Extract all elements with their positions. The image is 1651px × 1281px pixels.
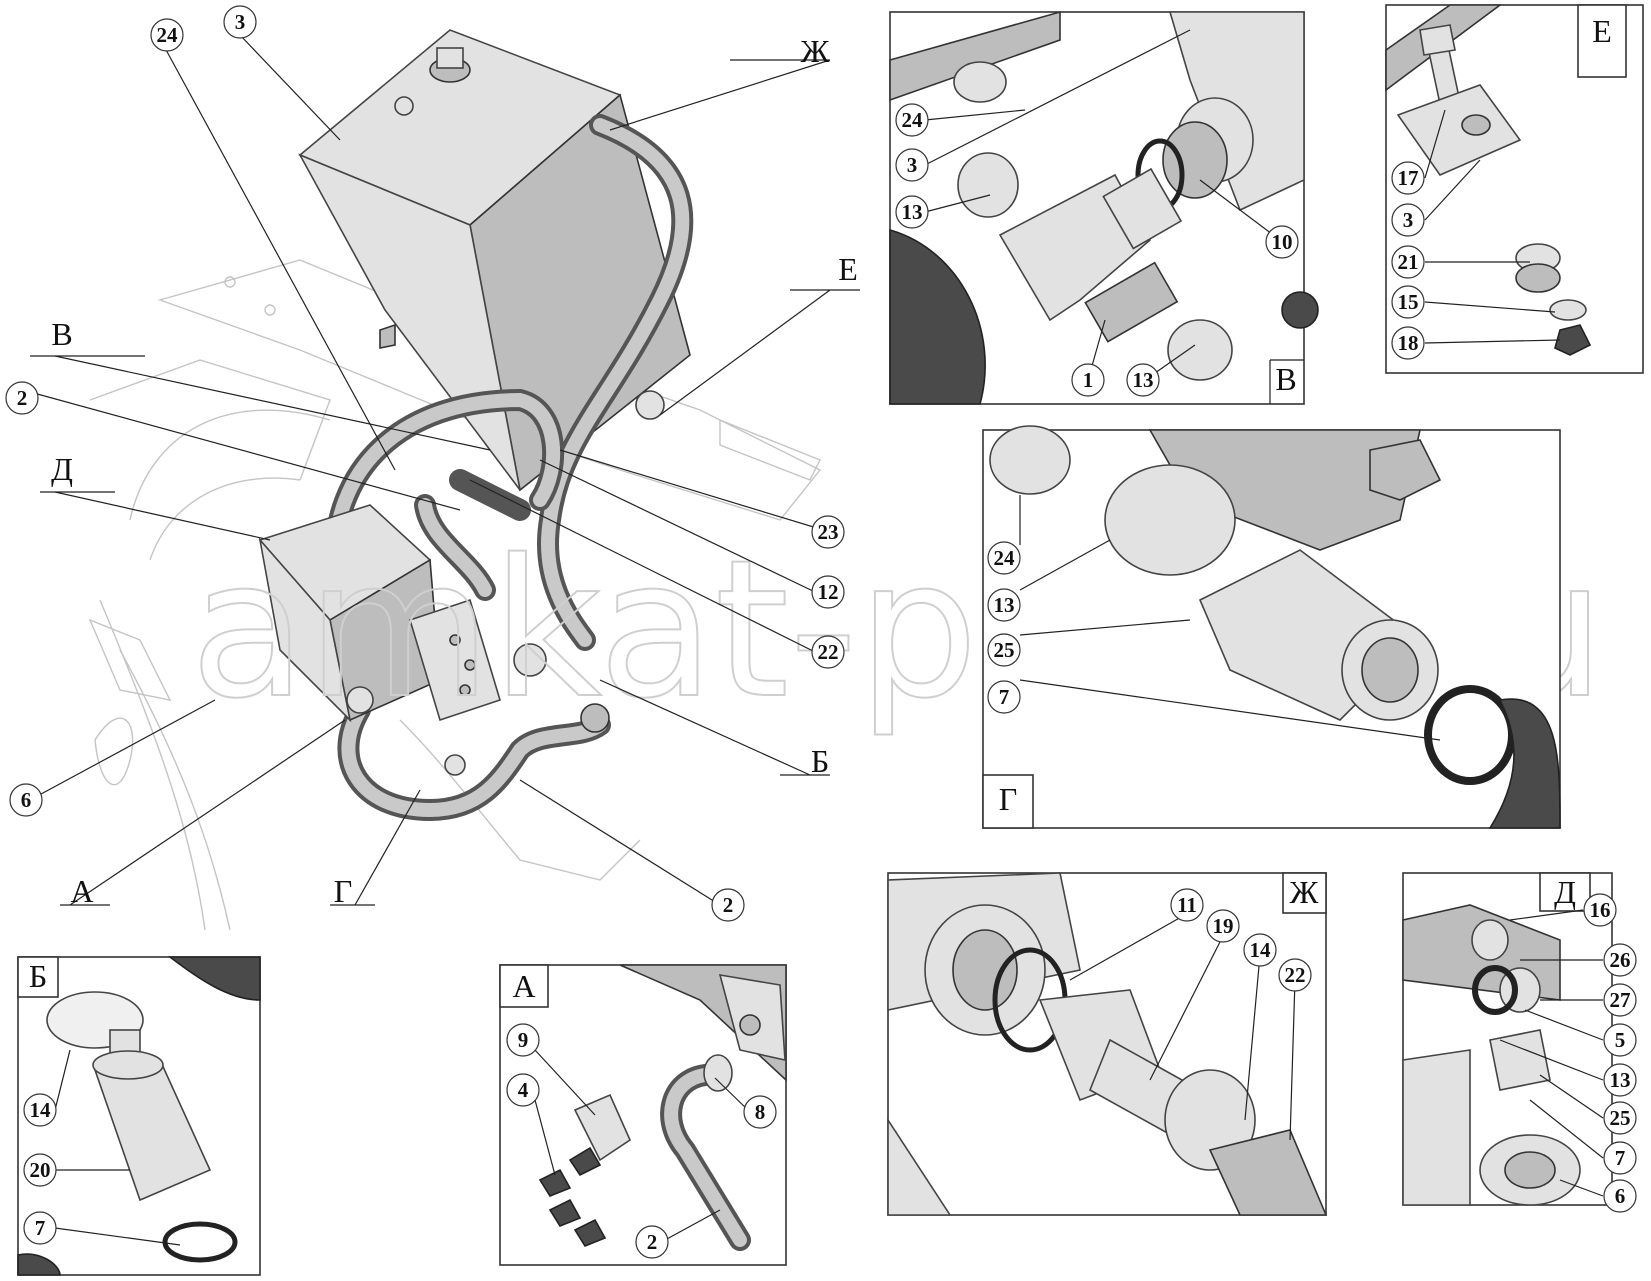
inset-g-callout-24: 24 bbox=[994, 546, 1016, 570]
inset-e-callout-18: 18 bbox=[1398, 331, 1419, 355]
inset-d-callout-25: 25 bbox=[1610, 1106, 1631, 1130]
inset-g-callout-25: 25 bbox=[994, 638, 1015, 662]
inset-a-letter: А bbox=[512, 968, 535, 1004]
inset-zh-callout-22: 22 bbox=[1285, 963, 1306, 987]
inset-zh-callout-14: 14 bbox=[1250, 938, 1272, 962]
inset-v-callout-24: 24 bbox=[902, 108, 924, 132]
view-letter-v: В bbox=[51, 316, 72, 352]
inset-v-letter: В bbox=[1275, 361, 1296, 397]
inset-a: А 9 4 8 2 bbox=[499, 964, 787, 1266]
inset-v: В 24 3 13 10 1 13 bbox=[889, 10, 1319, 405]
callout-22: 22 bbox=[818, 640, 839, 664]
inset-e-letter: Е bbox=[1592, 13, 1612, 49]
inset-zh: Ж 11 19 14 22 bbox=[887, 872, 1328, 1216]
callout-3: 3 bbox=[235, 10, 246, 34]
inset-d: Д 16 26 27 5 13 25 7 6 bbox=[1402, 872, 1637, 1213]
inset-e-callout-3: 3 bbox=[1403, 208, 1414, 232]
inset-d-callout-27: 27 bbox=[1610, 988, 1631, 1012]
callout-24: 24 bbox=[157, 23, 179, 47]
main-callouts: 24 3 2 6 23 12 22 2 bbox=[5, 5, 845, 922]
inset-b: Б 14 20 7 bbox=[17, 956, 261, 1276]
inset-v-callout-10: 10 bbox=[1272, 230, 1293, 254]
hydraulic-tank bbox=[298, 29, 691, 492]
view-letter-a: А bbox=[70, 873, 93, 909]
callout-6: 6 bbox=[21, 788, 32, 812]
hydraulic-pump bbox=[258, 390, 665, 776]
main-view-letters: Ж Е В Д Б А Г bbox=[51, 33, 858, 909]
inset-d-callout-5: 5 bbox=[1615, 1028, 1626, 1052]
view-letter-b: Б bbox=[811, 743, 829, 779]
inset-e-callout-21: 21 bbox=[1398, 250, 1419, 274]
inset-v-callout-13a: 13 bbox=[902, 200, 923, 224]
inset-g-letter: Г bbox=[999, 781, 1018, 817]
inset-g: Г 24 13 25 7 bbox=[982, 425, 1561, 829]
inset-g-callout-13: 13 bbox=[994, 593, 1015, 617]
inset-zh-letter: Ж bbox=[1290, 874, 1319, 910]
inset-b-callout-20: 20 bbox=[30, 1158, 51, 1182]
main-leader-lines bbox=[29, 34, 860, 906]
callout-23: 23 bbox=[818, 520, 839, 544]
view-letter-g: Г bbox=[334, 873, 353, 909]
inset-zh-callout-19: 19 bbox=[1213, 914, 1234, 938]
inset-zh-callout-11: 11 bbox=[1177, 893, 1197, 917]
inset-g-callout-7: 7 bbox=[999, 685, 1010, 709]
inset-v-callout-3: 3 bbox=[907, 153, 918, 177]
callout-12: 12 bbox=[818, 580, 839, 604]
inset-b-callout-7: 7 bbox=[35, 1216, 46, 1240]
inset-a-callout-4: 4 bbox=[518, 1078, 529, 1102]
inset-d-letter: Д bbox=[1554, 874, 1576, 910]
inset-d-callout-26: 26 bbox=[1610, 948, 1631, 972]
callout-2-bottom: 2 bbox=[723, 893, 734, 917]
inset-d-callout-7: 7 bbox=[1615, 1146, 1626, 1170]
inset-b-callout-14: 14 bbox=[30, 1098, 52, 1122]
inset-e: Е 17 3 21 15 18 bbox=[1385, 4, 1644, 374]
inset-v-callout-13b: 13 bbox=[1133, 368, 1154, 392]
inset-e-callout-17: 17 bbox=[1398, 166, 1419, 190]
inset-v-callout-1: 1 bbox=[1083, 368, 1094, 392]
inset-a-callout-2: 2 bbox=[647, 1230, 658, 1254]
inset-a-callout-9: 9 bbox=[518, 1028, 529, 1052]
view-letter-zh: Ж bbox=[801, 33, 830, 69]
main-assembly-view: amkat-parts.ru bbox=[5, 5, 1606, 931]
callout-2-top: 2 bbox=[17, 386, 28, 410]
inset-d-callout-16: 16 bbox=[1590, 898, 1611, 922]
inset-e-callout-15: 15 bbox=[1398, 290, 1419, 314]
inset-a-callout-8: 8 bbox=[755, 1100, 766, 1124]
view-letter-e: Е bbox=[838, 251, 858, 287]
hydraulic-hoses bbox=[323, 114, 694, 822]
view-letter-d: Д bbox=[51, 451, 73, 487]
inset-d-callout-13: 13 bbox=[1610, 1068, 1631, 1092]
inset-b-letter: Б bbox=[29, 958, 47, 994]
inset-d-callout-6: 6 bbox=[1615, 1184, 1626, 1208]
